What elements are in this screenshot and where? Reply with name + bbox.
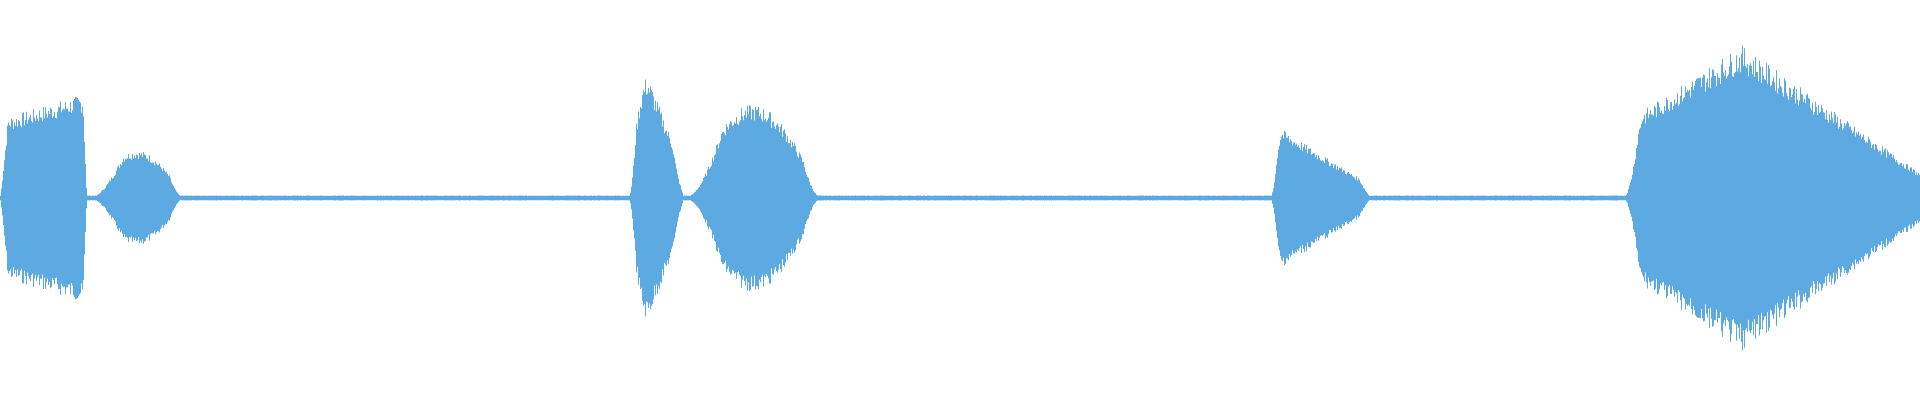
waveform-canvas[interactable] <box>0 0 1920 400</box>
audio-waveform[interactable] <box>0 0 1920 400</box>
